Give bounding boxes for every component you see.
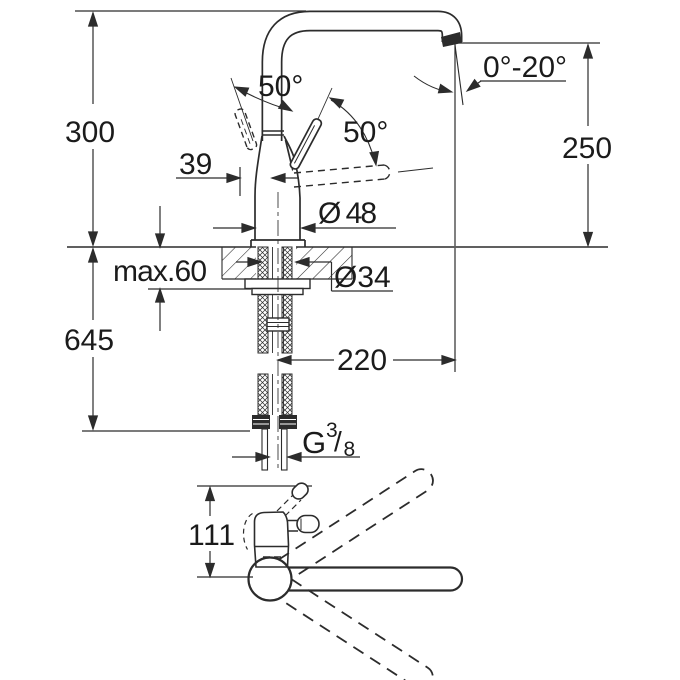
handle-lever-front-position <box>293 164 391 188</box>
dim-111 <box>197 485 312 578</box>
dia-34-label: Ø34 <box>334 261 391 294</box>
plan-body-dashed-edge <box>242 512 253 550</box>
dim-300 <box>88 12 98 246</box>
dimensions <box>75 10 600 462</box>
plan-lever-raised <box>276 482 309 517</box>
plan-view <box>197 468 464 680</box>
handle-lever <box>289 118 323 170</box>
plan-spout-swivel-up <box>278 468 434 580</box>
dim-39 <box>176 167 299 196</box>
dim-220 <box>277 44 456 372</box>
handle-angle-back-arc <box>232 82 295 116</box>
lever-back-axis-line <box>230 77 254 142</box>
plan-spout-base-circle <box>247 556 293 602</box>
dim-111-label: 111 <box>188 519 235 552</box>
dim-max60 <box>148 206 251 331</box>
plan-lever <box>288 514 320 534</box>
thread-size-label: G 3 / 8 <box>302 419 355 461</box>
angle-50-front-label: 50° <box>343 116 388 149</box>
thread-denominator: 8 <box>344 438 356 461</box>
spout-mouth <box>441 32 462 47</box>
handle-lever-back-position <box>234 108 258 151</box>
thread-numerator: 3 <box>326 419 338 442</box>
handle-angle-front-arc <box>327 93 381 167</box>
angle-50-back-label: 50° <box>258 70 303 103</box>
dim-dia48 <box>213 223 396 233</box>
dim-645 <box>82 248 250 432</box>
mounting-nut <box>244 278 311 332</box>
spout-outline <box>261 10 463 142</box>
plan-spout-swivel-down <box>278 578 434 680</box>
dia-48-label: Ø 48 <box>318 197 377 230</box>
lever-front-axis-line <box>397 167 434 173</box>
dim-220-label: 220 <box>337 344 387 377</box>
lever-axis-line <box>317 87 333 120</box>
dim-300-label: 300 <box>65 116 115 149</box>
side-view <box>67 10 608 472</box>
max-60-label: max.60 <box>113 255 207 288</box>
dim-645-label: 645 <box>64 324 114 357</box>
dim-thread <box>232 452 360 462</box>
thread-slash: / <box>334 426 342 457</box>
dim-dia34 <box>236 257 393 292</box>
dim-250 <box>459 42 600 247</box>
spout-tilt-label: 0°-20° <box>483 51 567 84</box>
hose-end-fittings <box>252 415 297 471</box>
dim-39-label: 39 <box>179 148 212 181</box>
dim-250-label: 250 <box>562 132 612 165</box>
plan-body <box>242 511 290 568</box>
dimension-labels: 300 39 50° 50° 0°-20° 250 Ø 48 Ø34 max.6… <box>64 51 612 552</box>
spout-tilt-indicator <box>413 44 566 106</box>
spout-joint <box>262 130 284 136</box>
thread-g: G <box>302 425 326 460</box>
plan-spout-tube <box>288 566 464 592</box>
